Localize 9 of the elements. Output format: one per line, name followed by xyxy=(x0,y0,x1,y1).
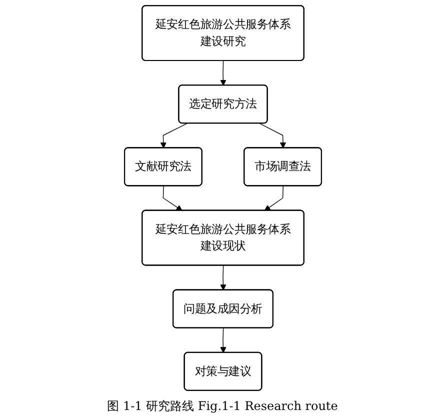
arrow xyxy=(160,123,187,148)
arrow xyxy=(220,265,226,290)
arrow xyxy=(220,60,226,86)
figure-caption: 图 1-1 研究路线 Fig.1-1 Research route xyxy=(107,398,338,415)
arrow xyxy=(162,186,182,211)
arrow xyxy=(220,328,226,354)
arrow xyxy=(264,186,283,211)
arrow xyxy=(258,123,286,148)
flowchart-diagram: 延安红色旅游公共服务体系建设研究 选定研究方法 文献研究法 市场调查法 延安红色旅游公共服务体系建设现状 问题及成因分析 对策与建议 xyxy=(74,0,370,396)
